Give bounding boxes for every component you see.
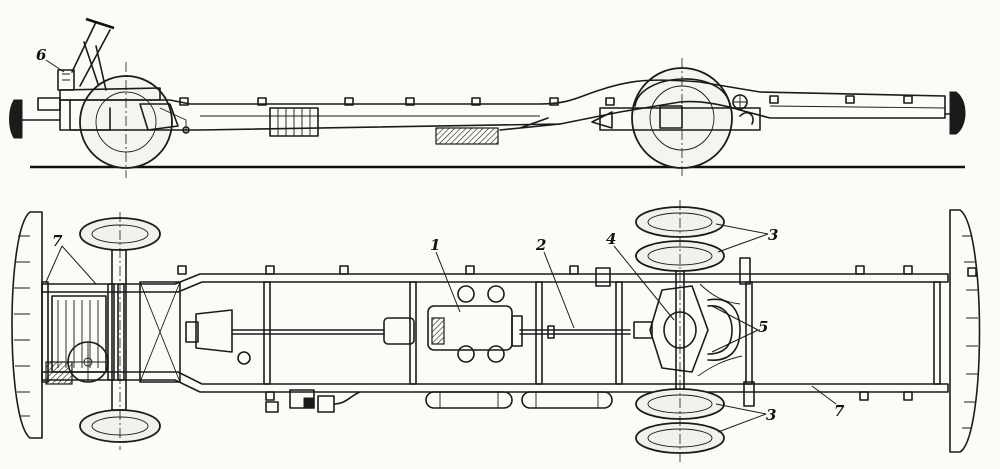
plan-engine-bay [45, 281, 181, 385]
side-view: 6 [9, 17, 966, 178]
plan-brake-valve [265, 389, 361, 413]
side-front-bumper [9, 97, 61, 139]
side-fuel-tank [269, 107, 319, 137]
plan-cross-members [41, 281, 941, 385]
side-rear-bumper [944, 91, 966, 135]
side-battery [435, 127, 499, 145]
side-frame-rail [59, 79, 946, 131]
callout-6: 6 [36, 46, 47, 64]
callout-7-rear: 7 [834, 402, 845, 420]
plan-view: 7 1 2 4 3 5 3 7 [11, 200, 981, 462]
plan-item-4-differential [633, 285, 741, 373]
callout-2: 2 [535, 236, 546, 254]
plan-steering-wheel [67, 341, 109, 383]
callout-1: 1 [430, 236, 440, 254]
plan-rear-bumper [949, 209, 981, 453]
side-front-wheel [79, 62, 173, 178]
plan-front-bumper [11, 211, 43, 439]
callout-4: 4 [606, 230, 616, 248]
callout-7-front: 7 [52, 232, 63, 250]
side-steering-column [71, 17, 115, 91]
callout-5: 5 [758, 318, 768, 336]
plan-rear-axle [635, 200, 725, 462]
plan-front-axle [79, 212, 161, 450]
plan-item-1-receiver [383, 285, 523, 363]
plan-rail-brackets [177, 265, 977, 401]
plan-gearbox [185, 309, 251, 365]
callout-3-bottom: 3 [766, 406, 776, 424]
plan-air-receivers [425, 391, 613, 409]
plan-callouts: 7 1 2 4 3 5 3 7 [45, 223, 845, 433]
plan-frame-rails [41, 273, 949, 393]
callout-3-top: 3 [768, 226, 778, 244]
side-rail-brackets [179, 95, 913, 106]
plan-propeller-shaft [231, 325, 631, 339]
